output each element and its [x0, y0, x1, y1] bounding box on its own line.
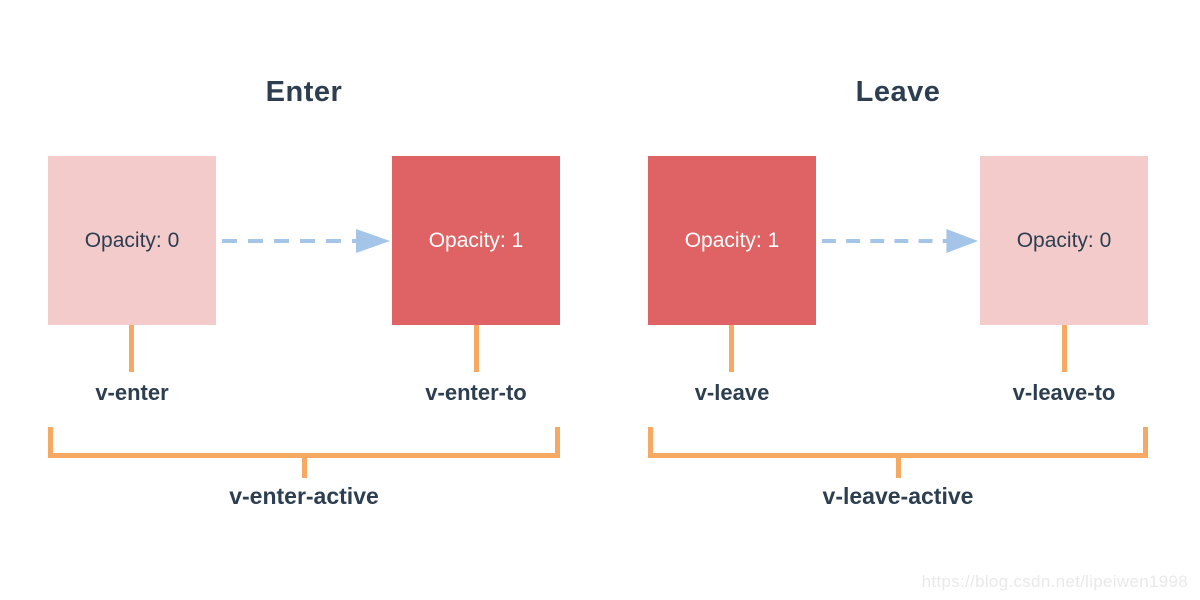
- class-label-enter-active: v-enter-active: [229, 483, 379, 509]
- class-label-leave-to: v-leave-to: [1012, 380, 1116, 405]
- bracket-stem: [895, 458, 901, 478]
- enter-diagram: Enter Opacity: 0 Opacity: 1 v-enter v-en…: [48, 0, 560, 600]
- state-box-label: Opacity: 1: [684, 228, 780, 252]
- class-label-leave: v-leave: [694, 380, 770, 405]
- transition-arrow: [822, 226, 978, 256]
- state-box-label: Opacity: 1: [428, 228, 524, 252]
- dashed-arrow-icon: [222, 229, 390, 253]
- connector-line: [474, 325, 479, 372]
- transition-arrow: [222, 226, 390, 256]
- watermark-url: https://blog.csdn.net/lipeiwen1998: [921, 572, 1188, 591]
- state-box-leave-from: Opacity: 1: [648, 156, 816, 325]
- page-title: Enter: [265, 76, 343, 108]
- state-box-enter-from: Opacity: 0: [48, 156, 216, 325]
- active-range-bracket: [648, 427, 1148, 458]
- leave-diagram: Leave Opacity: 1 Opacity: 0 v-leave v-le…: [648, 0, 1148, 600]
- state-box-leave-to: Opacity: 0: [980, 156, 1148, 325]
- connector-line: [729, 325, 734, 372]
- class-label-enter-to: v-enter-to: [425, 380, 527, 405]
- dashed-arrow-icon: [822, 229, 978, 253]
- bracket-stem: [301, 458, 307, 478]
- state-box-label: Opacity: 0: [84, 228, 180, 252]
- page-title: Leave: [855, 76, 941, 108]
- class-label-leave-active: v-leave-active: [822, 483, 974, 509]
- state-box-enter-to: Opacity: 1: [392, 156, 560, 325]
- state-box-label: Opacity: 0: [1016, 228, 1112, 252]
- class-label-enter: v-enter: [95, 380, 169, 405]
- connector-line: [129, 325, 134, 372]
- connector-line: [1062, 325, 1067, 372]
- active-range-bracket: [48, 427, 560, 458]
